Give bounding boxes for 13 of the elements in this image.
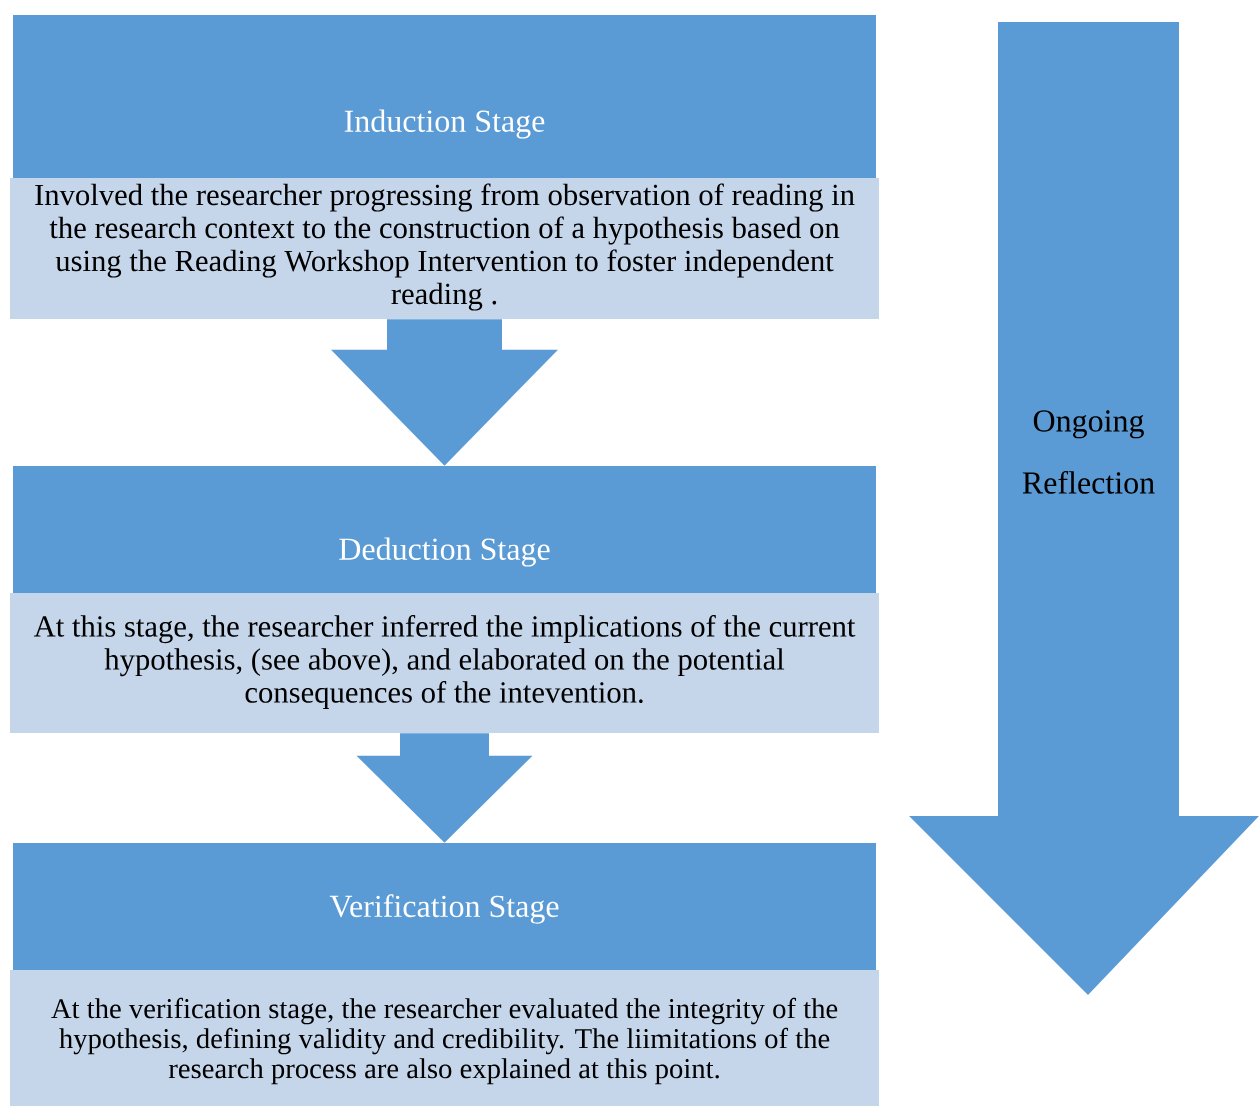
stage-box <box>10 466 879 733</box>
block-arrow <box>909 22 1259 995</box>
stage-box <box>10 843 879 1106</box>
arrow-label: Ongoing Reflection <box>1022 410 1155 494</box>
stage-heading: Deduction Stage <box>339 537 550 567</box>
block-arrow <box>356 733 533 843</box>
stage-heading: Induction Stage <box>344 109 545 139</box>
block-arrow <box>331 319 558 466</box>
stage-heading: Verification Stage <box>329 894 559 924</box>
stage-description: Involved the researcher progressing from observation of reading in the research context to the construction of a hypothesis based on using the Reading Workshop Intervention to foster independent reading . <box>35 183 855 311</box>
stage-description: At the verification stage, the researcher evaluated the integrity of the hypothesis, defining validity and credibility. The liimitations of the research process are also explained at this point. <box>51 997 838 1085</box>
stage-box <box>10 15 879 319</box>
stage-description: At this stage, the researcher inferred the implications of the current hypothesis, (see above), and elaborated on the potential consequences of the intevention. <box>33 614 856 710</box>
